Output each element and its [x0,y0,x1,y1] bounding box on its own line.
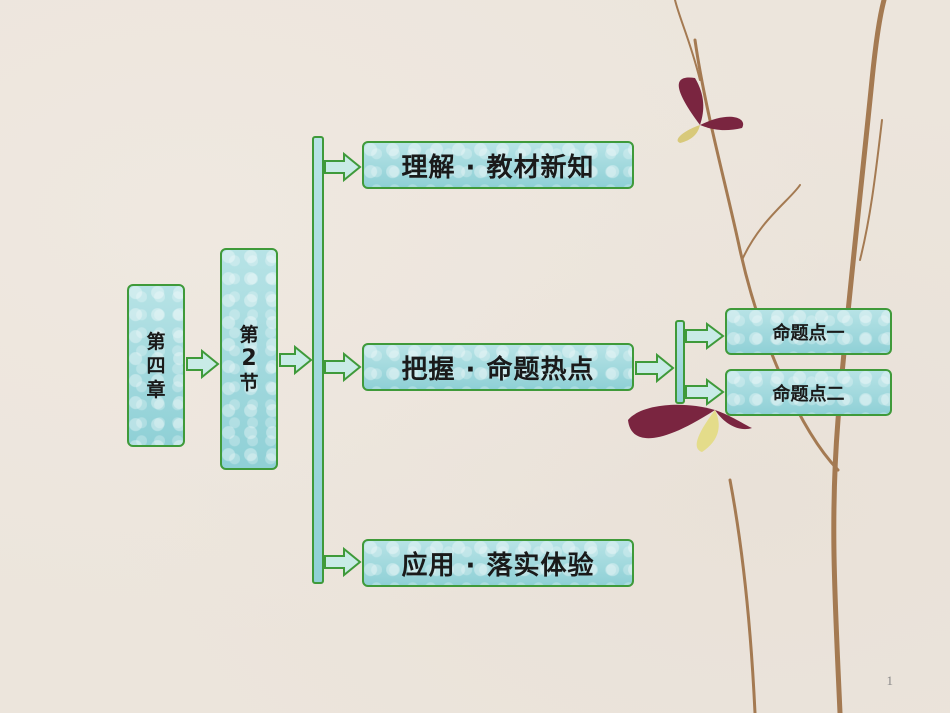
arrow-grasp-to-subbar [635,352,675,384]
item-apply-label: 应用 · 落实体验 [401,550,595,581]
arrow-to-apply [324,546,362,578]
chapter-box: 第 四 章 [127,284,185,447]
arrow-section-to-bar [279,344,313,376]
chapter-char-2: 四 [146,354,166,377]
section-box: 第 2 节 [220,248,278,470]
arrow-chapter-to-section [186,348,220,380]
item-understand-label: 理解 · 教材新知 [401,152,595,183]
arrow-to-point2 [685,378,725,406]
item-grasp-label: 把握 · 命题热点 [401,354,595,385]
section-char-2: 2 [241,346,257,371]
subitem-point2-label: 命题点二 [772,383,845,405]
arrow-to-understand [324,151,362,183]
page-number: 1 [886,673,894,688]
section-char-3: 节 [239,372,259,394]
chapter-char-3: 章 [146,378,166,401]
subitem-point1-label: 命题点一 [772,322,845,344]
item-grasp[interactable]: 把握 · 命题热点 [362,343,634,391]
bracket-bar [312,136,324,584]
subitem-point2[interactable]: 命题点二 [725,369,892,416]
item-understand[interactable]: 理解 · 教材新知 [362,141,634,189]
section-char-1: 第 [239,324,259,346]
arrow-to-point1 [685,322,725,350]
arrow-to-grasp [324,351,362,383]
sub-bracket-bar [675,320,685,404]
chapter-char-1: 第 [146,330,166,353]
butterfly-bottom [628,404,752,452]
subitem-point1[interactable]: 命题点一 [725,308,892,355]
butterfly-top [677,77,744,143]
item-apply[interactable]: 应用 · 落实体验 [362,539,634,587]
